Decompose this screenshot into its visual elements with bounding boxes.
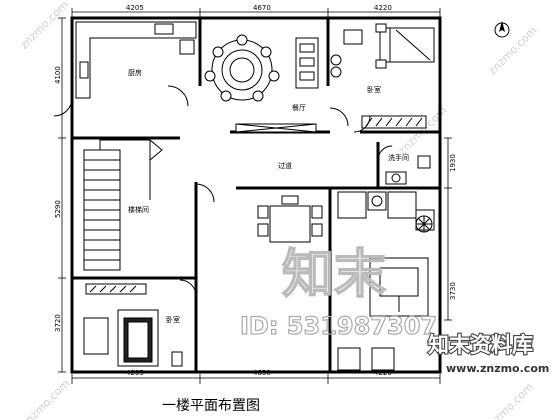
dimension-top: 4205 4670 4220	[71, 4, 441, 18]
tv-cabinet	[369, 257, 429, 317]
room-label-bedroom-top: 卧室	[367, 85, 381, 94]
dim-top-1: 4205	[126, 4, 144, 12]
room-label-washroom: 洗手间	[388, 153, 409, 162]
watermark-logo: 知末	[282, 245, 386, 305]
dim-left-1: 4100	[54, 66, 62, 84]
watermark-diagonal-bottom-right: znzmo.com	[482, 380, 536, 420]
study-desk	[257, 195, 323, 243]
sideboard	[235, 123, 317, 133]
watermark-id: ID: 531987307	[240, 312, 437, 340]
watermark-diagonal-right: znzmo.com	[486, 24, 540, 78]
wardrobe-top	[361, 115, 427, 129]
room-label-stair-hall: 楼梯间	[128, 205, 149, 214]
sofa-set	[337, 191, 435, 231]
bed-bottom-left	[83, 309, 183, 367]
dim-top-2: 4670	[253, 4, 271, 12]
watermark-brand: 知末资料库	[428, 333, 533, 357]
watermark-diagonal-bottom-left: znzmo.com	[19, 377, 73, 420]
dimension-left: 4100 5290 3720	[54, 17, 66, 373]
watermark-diagonal-left: znzmo.com	[17, 0, 71, 52]
bed-top-right	[330, 23, 435, 78]
kitchen-counter	[75, 21, 197, 99]
drawing-caption: 一楼平面布置图	[162, 398, 260, 414]
watermark-url: www.znzmo.com	[446, 362, 549, 375]
dim-left-3: 3720	[54, 314, 62, 332]
dining-table	[204, 34, 319, 102]
dim-right-2: 3730	[449, 282, 457, 300]
dim-right-1: 1930	[449, 154, 457, 172]
dim-top-3: 4220	[374, 4, 392, 12]
wardrobe-bottom	[85, 283, 147, 295]
lounge-chairs	[337, 347, 395, 371]
plant-icon	[415, 215, 433, 233]
room-label-dining: 餐厅	[292, 103, 306, 112]
dim-left-2: 5290	[54, 200, 62, 218]
doors	[53, 85, 393, 297]
room-label-corridor: 过道	[278, 161, 292, 170]
room-label-kitchen: 厨房	[128, 68, 142, 77]
washroom-fixtures	[385, 155, 431, 185]
room-label-bedroom-bottom: 卧室	[166, 315, 180, 324]
staircase	[83, 139, 163, 271]
north-arrow-icon	[494, 21, 510, 38]
dimension-right: 1930 3730	[444, 137, 457, 321]
